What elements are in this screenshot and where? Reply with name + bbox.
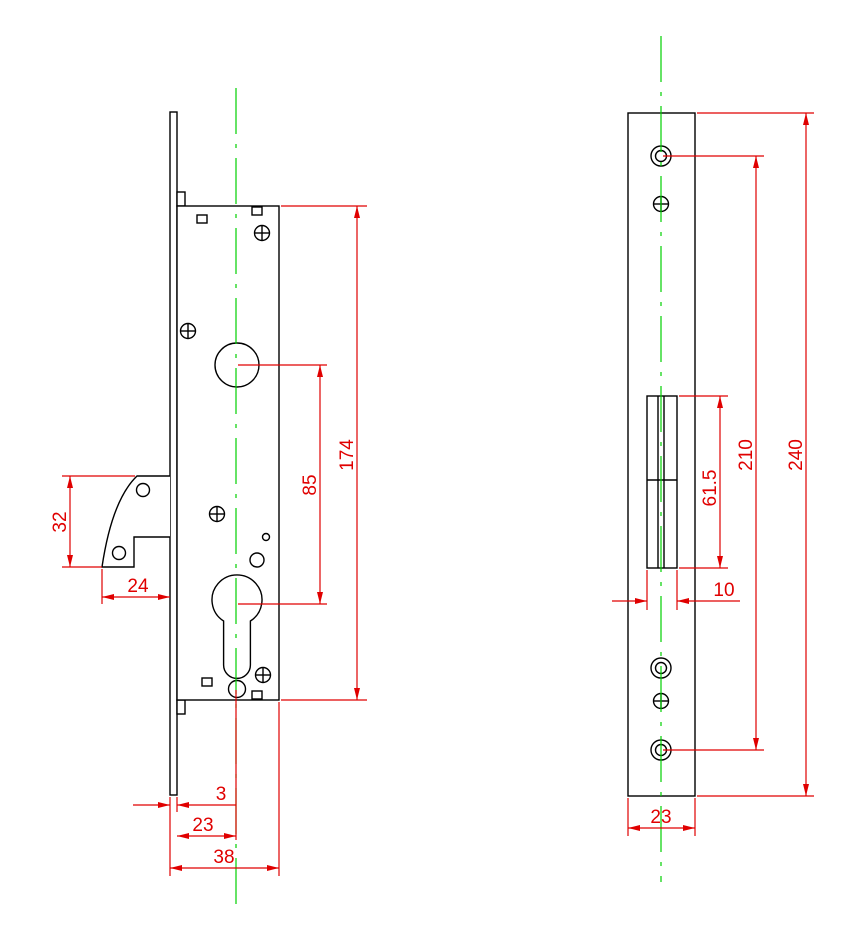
front-view (101, 88, 280, 910)
dim-backset: 23 (192, 815, 213, 836)
case-hole (227, 679, 247, 699)
case-slot-bottom-left (201, 677, 213, 687)
case-hole (249, 552, 265, 568)
case-slot-top-right (251, 206, 263, 216)
screw-icon (253, 224, 271, 242)
faceplate-tab-bottom (176, 699, 186, 715)
dim-screw-spacing: 210 (736, 439, 757, 471)
side-bolt (646, 395, 678, 569)
dim-case-depth: 38 (213, 847, 234, 868)
front-faceplate (169, 111, 178, 796)
latch-hole (135, 482, 151, 498)
screw-icon (208, 505, 226, 523)
dim-faceplate-length: 240 (786, 439, 807, 471)
dim-height-case: 174 (337, 439, 358, 471)
latch-hole (111, 545, 127, 561)
case-slot-top-left (196, 214, 208, 224)
latch-bolt (101, 475, 170, 568)
dim-bolt-length: 61.5 (700, 470, 721, 507)
screw-icon (179, 322, 197, 340)
case-slot-bottom-right (251, 690, 263, 700)
dim-bolt-width: 10 (713, 580, 734, 601)
side-view-dimensions: 61.5 10 210 240 23 (612, 112, 814, 836)
lock-case (176, 205, 280, 701)
screw-icon (254, 666, 272, 684)
case-small-hole (261, 532, 271, 542)
dim-latch-height: 32 (50, 511, 71, 532)
side-view (627, 36, 696, 882)
dim-handle-to-cylinder: 85 (300, 474, 321, 495)
faceplate-tab-top (176, 191, 186, 207)
dim-latch-projection: 24 (127, 576, 149, 597)
front-view-dimensions: 174 85 32 24 3 23 (50, 205, 367, 876)
dim-faceplate-width: 23 (650, 807, 671, 828)
dim-faceplate-thickness: 3 (216, 784, 227, 805)
